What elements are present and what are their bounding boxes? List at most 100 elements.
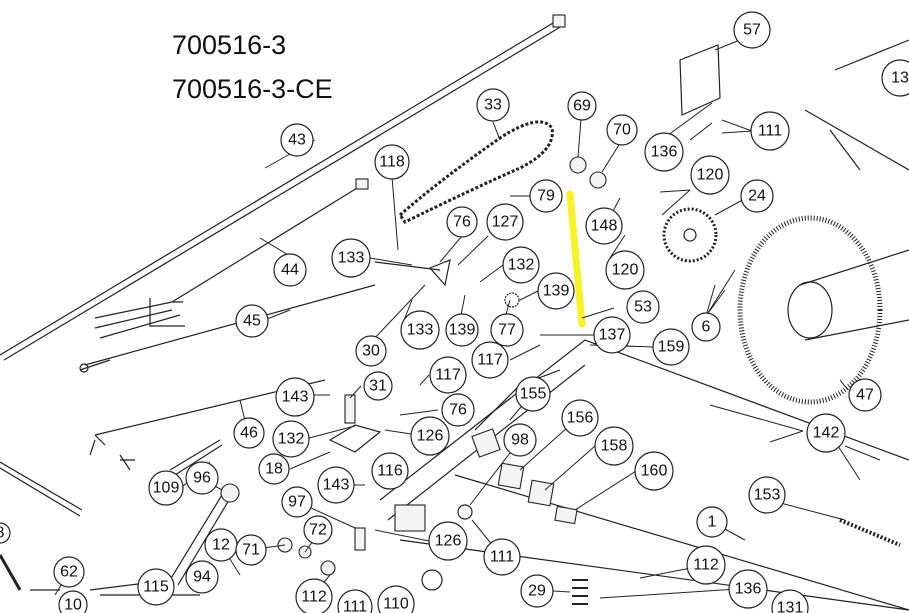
callout-label: 94 [193, 569, 211, 586]
callout-circle [235, 304, 269, 338]
callout-109: 109 [148, 470, 184, 506]
callout-circle [848, 378, 882, 412]
callout-31: 31 [363, 371, 393, 401]
callout-143a: 143 [275, 377, 315, 417]
callout-label: 76 [449, 402, 467, 419]
callout-label: 160 [641, 463, 668, 480]
callout-77: 77 [490, 313, 524, 347]
callout-label: 24 [748, 188, 766, 205]
callout-111a: 111 [750, 111, 790, 151]
callout-label: 143 [323, 477, 350, 494]
callout-53: 53 [626, 290, 660, 324]
callout-label: 98 [511, 432, 529, 449]
callout-70: 70 [606, 114, 638, 146]
callout-circle [295, 578, 333, 613]
callout-120a: 120 [690, 155, 730, 195]
callout-circle [520, 574, 554, 608]
callout-circle [280, 123, 314, 157]
callout-label: 142 [813, 425, 840, 442]
callout-circle [58, 590, 88, 613]
callout-133b: 133 [400, 310, 440, 350]
callout-label: 77 [498, 322, 516, 339]
callout-circle [748, 476, 786, 514]
callout-circle [377, 585, 415, 613]
callout-label: 46 [240, 425, 258, 442]
callout-circle [445, 313, 479, 347]
callout-circle [881, 59, 909, 97]
callout-label: 120 [697, 167, 724, 184]
callout-circle [515, 376, 551, 412]
callout-label: 29 [528, 583, 546, 600]
callout-126b: 126 [428, 521, 468, 561]
part-number-title: 700516-3 [172, 30, 287, 60]
callout-label: 111 [490, 549, 514, 566]
handle-109 [169, 439, 223, 476]
callout-96: 96 [185, 461, 219, 495]
callout-label: 62 [60, 564, 78, 581]
callout-label: 115 [143, 579, 169, 596]
callout-circle [644, 132, 684, 172]
callout-label: 79 [537, 188, 555, 205]
callout-30: 30 [355, 335, 387, 367]
callout-circle [750, 111, 790, 151]
callout-label: 136 [651, 144, 678, 161]
callout-79: 79 [529, 179, 563, 213]
callout-circle [235, 534, 267, 566]
callout-label: 53 [634, 299, 652, 316]
callout-circle [740, 179, 774, 213]
callout-circle [490, 313, 524, 347]
callout-label: 45 [243, 313, 261, 330]
callout-label: 132 [508, 257, 535, 274]
callout-circle [476, 88, 510, 122]
callout-label: 76 [453, 214, 471, 231]
housing-top-right [679, 39, 909, 171]
callout-label: 117 [477, 352, 503, 369]
callout-label: 126 [417, 428, 444, 445]
callout-circle [483, 538, 521, 576]
callout-136b: 136 [728, 569, 768, 609]
callout-148: 148 [585, 207, 623, 245]
callout-155: 155 [515, 376, 551, 412]
callout-label: 111 [758, 123, 782, 140]
callout-circle [771, 589, 809, 613]
highlighted-part-53 [566, 190, 586, 328]
callout-circle [185, 560, 219, 594]
callout-label: 133 [407, 322, 434, 339]
callout-circle [429, 356, 467, 394]
callout-label: 127 [492, 214, 519, 231]
callout-76a: 76 [446, 206, 478, 238]
callout-label: 126 [435, 533, 462, 550]
callout-label: 117 [435, 367, 461, 384]
callout-circle [441, 393, 475, 427]
callout-97: 97 [281, 486, 313, 518]
callout-57: 57 [733, 11, 771, 49]
callout-29: 29 [520, 574, 554, 608]
callout-137: 137 [593, 316, 631, 354]
callout-circle [303, 515, 333, 545]
callout-18: 18 [258, 453, 290, 485]
callout-circle [503, 423, 537, 457]
callout-139b: 139 [445, 313, 479, 347]
callout-160: 160 [634, 451, 674, 491]
callout-label: 158 [601, 438, 628, 455]
callout-136a: 136 [644, 132, 684, 172]
callout-44: 44 [273, 253, 307, 287]
callout-142: 142 [806, 413, 846, 453]
callout-circle [363, 371, 393, 401]
callout-label: 116 [377, 463, 403, 480]
callout-circle [733, 11, 771, 49]
callout-label: 159 [658, 339, 685, 356]
callout-label: 96 [193, 470, 211, 487]
callout-circle [585, 207, 623, 245]
callout-label: 148 [591, 218, 618, 235]
callout-label: 112 [301, 589, 327, 606]
callout-circle [275, 377, 315, 417]
callout-circle [690, 155, 730, 195]
callout-circle [272, 420, 310, 458]
callout-132a: 132 [502, 246, 540, 284]
lower-tubes [0, 483, 240, 596]
callout-circle [593, 316, 631, 354]
callout-circle [410, 416, 450, 456]
callout-118: 118 [374, 144, 410, 180]
